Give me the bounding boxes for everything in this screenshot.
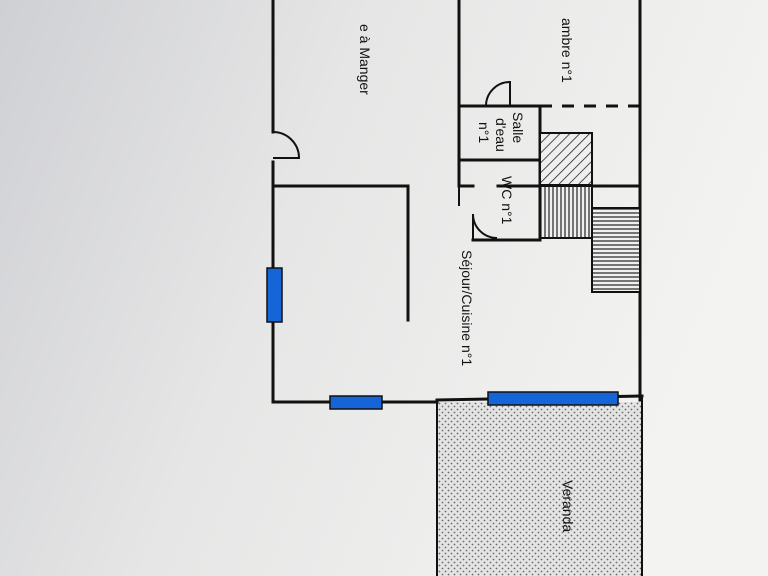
- stair-flight-vertical: [539, 185, 593, 239]
- label-salle-deau-line1: Salle: [510, 112, 526, 143]
- veranda-area: [437, 402, 642, 576]
- door-salle-deau: [485, 80, 511, 107]
- partition-kitchen: [271, 184, 410, 322]
- label-chambre: ambre n°1: [559, 18, 575, 83]
- label-salle-deau-line2: d'eau: [493, 118, 509, 152]
- window-bottom-right: [487, 391, 619, 406]
- door-wc: [472, 213, 498, 240]
- label-wc: WC n°1: [499, 176, 515, 225]
- window-bottom-left: [329, 395, 383, 410]
- label-salle-deau-line3: n°1: [476, 122, 492, 143]
- label-sejour-cuisine: Séjour/Cuisine n°1: [459, 250, 475, 366]
- stair-landing-hatch: [539, 132, 593, 186]
- stair-flight-horizontal: [591, 207, 641, 293]
- window-left: [266, 267, 283, 323]
- door-salle-a-manger: [272, 131, 301, 159]
- label-salle-a-manger: e à Manger: [357, 24, 373, 95]
- label-veranda: Veranda: [560, 480, 576, 532]
